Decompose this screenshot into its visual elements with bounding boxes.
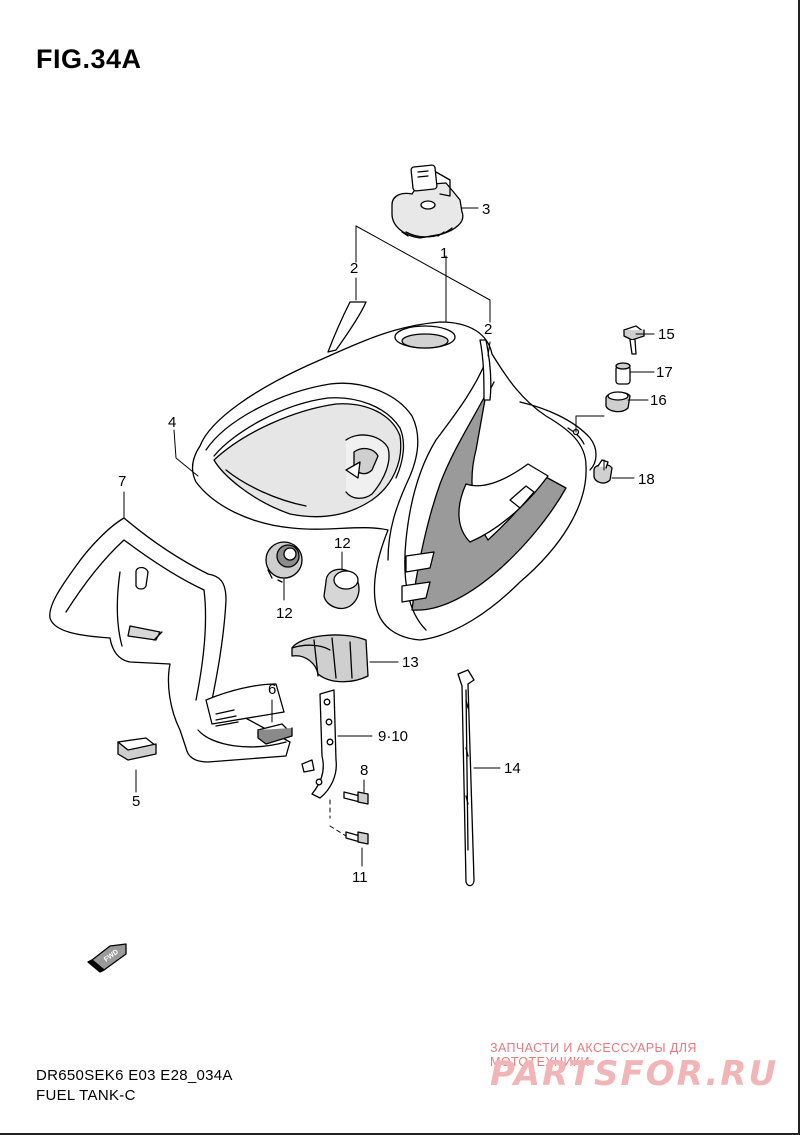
callout-18: 18	[638, 471, 655, 488]
callout-4: 4	[168, 414, 176, 431]
callout-17: 17	[656, 364, 673, 381]
callout-5: 5	[132, 793, 140, 810]
callout-labels: 1 2 2 3 4 5 6 7 8 9·10 11 12 12 13 14 15…	[103, 201, 675, 964]
watermark-tagline: ЗАПЧАСТИ И АКСЕССУАРЫ ДЛЯ МОТОТЕХНИКИ	[490, 1041, 697, 1069]
grommet-right	[323, 568, 360, 610]
callout-16: 16	[650, 392, 667, 409]
cushion-pad	[257, 723, 293, 745]
callout-9-10: 9·10	[378, 728, 408, 745]
fwd-badge	[87, 943, 127, 973]
side-cover	[49, 517, 291, 763]
callout-14: 14	[504, 760, 521, 777]
model-code: DR650SEK6 E03 E28_034A	[36, 1067, 233, 1084]
callout-2-left: 2	[350, 260, 358, 277]
callout-3: 3	[482, 201, 490, 218]
callout-2-right: 2	[484, 321, 492, 338]
rubber-cushion	[291, 634, 369, 683]
collar	[615, 362, 631, 385]
watermark-logo: PARTSFOR.RU	[490, 1054, 779, 1094]
callout-8: 8	[360, 762, 368, 779]
figure-title: FIG.34A	[36, 44, 142, 74]
leader-lines	[123, 207, 655, 867]
callout-6: 6	[268, 681, 276, 698]
callout-1: 1	[440, 245, 448, 262]
cushion-18	[593, 459, 613, 484]
spacer-block	[117, 737, 157, 761]
callout-12-right: 12	[334, 535, 351, 552]
bolt-15	[623, 325, 645, 355]
part-group-name: FUEL TANK-C	[36, 1087, 136, 1104]
bolt-8	[343, 791, 369, 805]
fuel-cap	[391, 164, 464, 239]
grommet-left	[265, 541, 303, 583]
callout-13: 13	[402, 654, 419, 671]
bolt-11	[345, 831, 369, 845]
callout-12-left: 12	[276, 605, 293, 622]
tank-strap	[457, 669, 475, 887]
grommet-16	[605, 391, 631, 413]
tank-bracket	[301, 689, 337, 799]
fuel-tank	[191, 321, 597, 641]
callout-7: 7	[118, 473, 126, 490]
callout-15: 15	[658, 326, 675, 343]
callout-11: 11	[352, 869, 368, 886]
